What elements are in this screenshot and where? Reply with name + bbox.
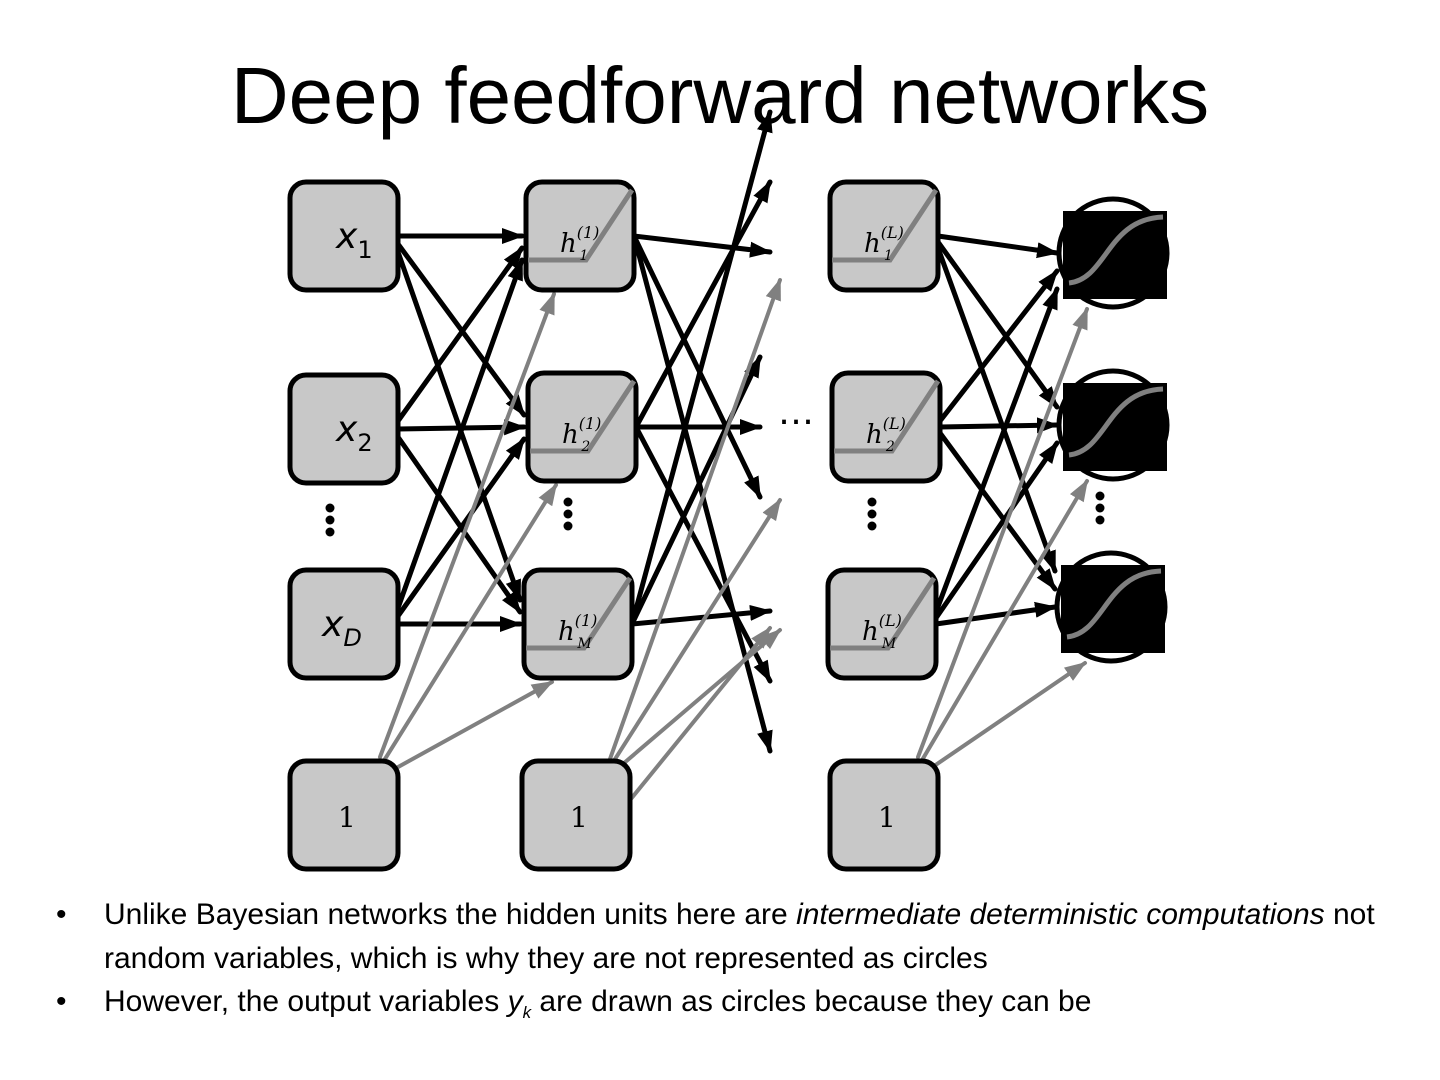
edge-h1-0-out-2 xyxy=(631,233,773,754)
bullet-2-subscript-k: k xyxy=(522,1003,532,1022)
edge-h1-2-out-0 xyxy=(629,109,773,627)
bullet-2-text-a: However, the output variables xyxy=(104,985,508,1018)
bullet-2-var-y: y xyxy=(507,985,523,1018)
edge-h1-1-out-2 xyxy=(633,424,773,684)
hiddenL-node-3 xyxy=(825,567,939,681)
bullet-item-1: • Unlike Bayesian networks the hidden un… xyxy=(56,893,1386,980)
bias-label-1: 1 xyxy=(338,801,356,834)
bullet-list: • Unlike Bayesian networks the hidden un… xyxy=(56,893,1386,1035)
relu-activation-icon xyxy=(526,576,633,651)
edge-layer xyxy=(378,109,1089,807)
hidden1-node-3 xyxy=(521,567,635,681)
edge-bias1-out-3 xyxy=(624,626,772,807)
edge-bias1-out-2 xyxy=(608,628,782,777)
relu-activation-icon xyxy=(528,188,635,263)
edge-input-1-to-h1-2 xyxy=(395,434,523,615)
edge-input-2-to-h1-1 xyxy=(395,436,527,619)
edge-hL-1-to-out-1 xyxy=(937,417,1060,434)
edge-bias0-to-h1-1 xyxy=(378,483,558,769)
hiddenL-node-1 xyxy=(827,179,941,293)
edge-bias0-to-h1-2 xyxy=(378,680,554,779)
edge-biasL-to-out-2 xyxy=(916,661,1087,779)
bullet-1-text-a: Unlike Bayesian networks the hidden unit… xyxy=(104,898,797,931)
sigmoid-activation-icon xyxy=(1066,568,1162,640)
edge-biasL-to-out-0 xyxy=(916,307,1089,759)
relu-activation-icon xyxy=(830,576,937,651)
slide-title: Deep feedforward networks xyxy=(230,51,1210,140)
output-unit-fill xyxy=(1063,383,1167,471)
relu-activation-icon xyxy=(834,379,941,454)
bullet-1-text-b: not random variables, which is why they … xyxy=(104,898,1375,975)
edge-bias1-out-1 xyxy=(608,498,782,769)
hidden1-node-2 xyxy=(525,370,639,484)
edge-hL-1-to-out-0 xyxy=(937,268,1060,424)
hiddenL-node-2 xyxy=(829,370,943,484)
bias-node-hiddenL xyxy=(827,758,941,872)
edge-input-2-to-h1-0 xyxy=(395,257,525,611)
vertical-ellipsis-dot xyxy=(325,515,335,525)
edge-bias0-to-h1-0 xyxy=(378,292,556,759)
relu-activation-icon xyxy=(832,188,939,263)
edge-input-1-to-h1-0 xyxy=(395,245,525,424)
bias-node-hidden1 xyxy=(519,758,633,872)
vertical-ellipsis-dot xyxy=(325,503,335,513)
vertical-ellipsis-dot xyxy=(867,497,877,507)
edge-hL-2-to-out-1 xyxy=(933,440,1060,621)
edge-hL-2-to-out-2 xyxy=(933,601,1058,627)
edge-hL-1-to-out-2 xyxy=(937,430,1058,592)
input-node-2 xyxy=(287,372,401,486)
vertical-ellipsis-dot xyxy=(1095,503,1105,513)
edge-h1-0-out-0 xyxy=(631,233,773,258)
bullet-item-2: • However, the output variables yk are d… xyxy=(56,980,1386,1035)
sigmoid-activation-icon xyxy=(1068,386,1164,458)
edge-hL-2-to-out-0 xyxy=(933,286,1060,615)
vertical-ellipsis-dot xyxy=(1095,515,1105,525)
layer-ellipsis: … xyxy=(778,392,814,433)
vertical-ellipsis-dot xyxy=(563,521,573,531)
edge-h1-0-out-1 xyxy=(631,233,763,500)
input-node-1 xyxy=(287,179,401,293)
vertical-ellipsis-dot xyxy=(867,521,877,531)
edge-biasL-to-out-1 xyxy=(916,479,1089,769)
hidden1-node-1 xyxy=(523,179,637,293)
bullet-1-text-italic: intermediate deterministic computations xyxy=(796,898,1325,931)
relu-activation-icon xyxy=(530,379,637,454)
edge-bias1-out-0 xyxy=(608,278,782,761)
output-unit-fill xyxy=(1063,211,1167,299)
output-unit-fill xyxy=(1061,565,1165,653)
vertical-ellipsis-dot xyxy=(867,509,877,519)
vertical-ellipsis-dot xyxy=(563,509,573,519)
edge-hL-0-to-out-0 xyxy=(935,233,1060,259)
edge-h1-2-out-2 xyxy=(629,604,773,627)
edge-hL-0-to-out-1 xyxy=(935,239,1060,410)
bias-label-2: 1 xyxy=(570,801,588,834)
input-node-3 xyxy=(287,567,401,681)
vertical-ellipsis-dot xyxy=(1095,491,1105,501)
node-layer xyxy=(287,179,1170,872)
sigmoid-activation-icon xyxy=(1068,214,1164,286)
vertical-ellipsis-dot xyxy=(563,497,573,507)
bias-node-input xyxy=(287,758,401,872)
edge-h1-1-out-0 xyxy=(633,179,773,430)
edge-hL-0-to-out-2 xyxy=(935,245,1058,574)
bullet-2-text-b: are drawn as circles because they can be xyxy=(531,985,1092,1018)
bullet-marker: • xyxy=(56,898,67,931)
vertical-ellipsis-dot xyxy=(325,527,335,537)
bullet-marker: • xyxy=(56,985,67,1018)
bias-label-3: 1 xyxy=(878,801,896,834)
